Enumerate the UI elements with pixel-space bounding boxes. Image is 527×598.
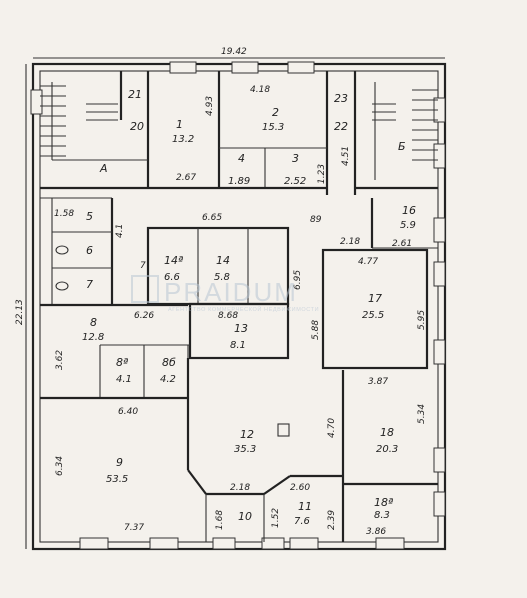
room-1-dim-b: 2.67: [176, 173, 196, 183]
room-14-label: 14: [216, 254, 230, 267]
room-10-dim-b: 1.52: [271, 508, 281, 528]
room-14-area: 5.8: [214, 272, 230, 283]
room-4-area: 1.89: [228, 176, 250, 187]
room-18a-dim: 3.86: [366, 527, 386, 537]
corridor-dimensions: 6.65 89 2.18 6.95 5.88 4.51 1.23 4.1 7: [115, 146, 360, 340]
room-23-label: 23: [334, 92, 348, 105]
stair-left: [40, 85, 118, 157]
watermark-brand: PRAIDUM: [164, 277, 298, 307]
room-9-area: 53.5: [106, 474, 128, 485]
room-8-label: 8: [90, 316, 97, 329]
room-8b-label: 8б: [162, 356, 176, 369]
room-17-dim-a: 4.77: [358, 257, 378, 267]
room-10-label: 10: [238, 510, 252, 523]
windows: [30, 61, 446, 550]
room-8b-area: 4.2: [160, 374, 176, 385]
corridor-dim-8: 4.1: [115, 224, 125, 238]
room-8a-area: 4.1: [116, 374, 132, 385]
watermark-tagline: АГЕНТСТВО КОММЕРЧЕСКОЙ НЕДВИЖИМОСТИ: [168, 305, 319, 313]
room-18-dim-c: 4.70: [327, 418, 337, 438]
room-8a-label: 8ª: [116, 356, 128, 369]
corridor-dim-2: 89: [310, 215, 322, 225]
room-18-dim-a: 3.87: [368, 377, 388, 387]
room-14a-area: 6.6: [164, 272, 180, 283]
room-1-dim-a: 4.93: [205, 96, 215, 116]
room-21-label: 21: [128, 88, 142, 101]
room-11-label: 11: [298, 500, 312, 513]
room-18-label: 18: [380, 426, 394, 439]
corridor-dim-3: 2.18: [340, 237, 360, 247]
overall-height-label: 22.13: [15, 299, 25, 325]
watermark-logo-mark: [131, 275, 159, 303]
room-18a-area: 8.3: [374, 510, 390, 521]
room-12-label: 12: [240, 428, 254, 441]
outer-dimension-lines: [25, 57, 445, 549]
corridor-dim-6: 4.51: [341, 146, 351, 166]
stair-right: [372, 89, 438, 161]
room-17-label: 17: [368, 292, 382, 305]
room-10-dim-a: 1.68: [215, 510, 225, 530]
room-2-area: 15.3: [262, 122, 284, 133]
corridor-dim-4: 6.95: [293, 270, 303, 290]
room-8-dim-b: 3.62: [55, 350, 65, 370]
room-12-area: 35.3: [234, 444, 256, 455]
room-9-label: 9: [116, 456, 123, 469]
room-9-dim-a: 6.40: [118, 407, 138, 417]
corridor-dim-7: 1.23: [317, 164, 327, 184]
praidum-watermark: PRAIDUM АГЕНТСТВО КОММЕРЧЕСКОЙ НЕДВИЖИМО…: [131, 275, 319, 313]
overall-width-label: 19.42: [221, 47, 247, 57]
room-20-label: 20: [130, 120, 144, 133]
stair-a-label: А: [99, 162, 108, 175]
room-17-area: 25.5: [362, 310, 384, 321]
room-labels: 1 13.2 4.93 2.67 2 15.3 4.18 3 2.52 4 1.…: [54, 85, 427, 537]
corridor-dim-5: 5.88: [311, 320, 321, 340]
room-12-dim: 2.18: [230, 483, 250, 493]
room-1-label: 1: [176, 118, 183, 131]
room-6-label: 6: [86, 244, 93, 257]
room-13-area: 8.1: [230, 340, 246, 351]
room-9-dim-b: 6.34: [55, 456, 65, 476]
room-13-label: 13: [234, 322, 248, 335]
interior-walls: [40, 71, 438, 542]
room-11-dim-a: 2.60: [290, 483, 310, 493]
room-18-area: 20.3: [376, 444, 398, 455]
room-11-dim-b: 2.39: [327, 510, 337, 530]
room-7-label: 7: [86, 278, 93, 291]
room-3-area: 2.52: [284, 176, 306, 187]
stair-b-label: Б: [398, 140, 406, 153]
room-2-label: 2: [272, 106, 279, 119]
room-5-label: 5: [86, 210, 93, 223]
room-8-area: 12.8: [82, 332, 104, 343]
room-22-label: 22: [334, 120, 348, 133]
room-4-label: 4: [238, 152, 245, 165]
room-18a-label: 18ª: [374, 496, 393, 509]
room-16-label: 16: [402, 204, 416, 217]
room-14a-label: 14ª: [164, 254, 183, 267]
room-16-area: 5.9: [400, 220, 416, 231]
room-9-dim-c: 7.37: [124, 523, 144, 533]
room-13-dim: 8.68: [218, 311, 238, 321]
room-1-area: 13.2: [172, 134, 194, 145]
room-17-dim-b: 5.95: [417, 310, 427, 330]
room-2-dim: 4.18: [250, 85, 270, 95]
corridor-dim-1: 6.65: [202, 213, 222, 223]
room-8-dim-a: 6.26: [134, 311, 154, 321]
corridor-dim-9: 7: [140, 261, 146, 271]
toilet-fixtures: [55, 245, 69, 291]
room-5-dim: 1.58: [54, 209, 74, 219]
room-3-label: 3: [292, 152, 299, 165]
room-16-dim: 2.61: [392, 239, 412, 249]
room-18-dim-b: 5.34: [417, 404, 427, 424]
room-11-area: 7.6: [294, 516, 310, 527]
